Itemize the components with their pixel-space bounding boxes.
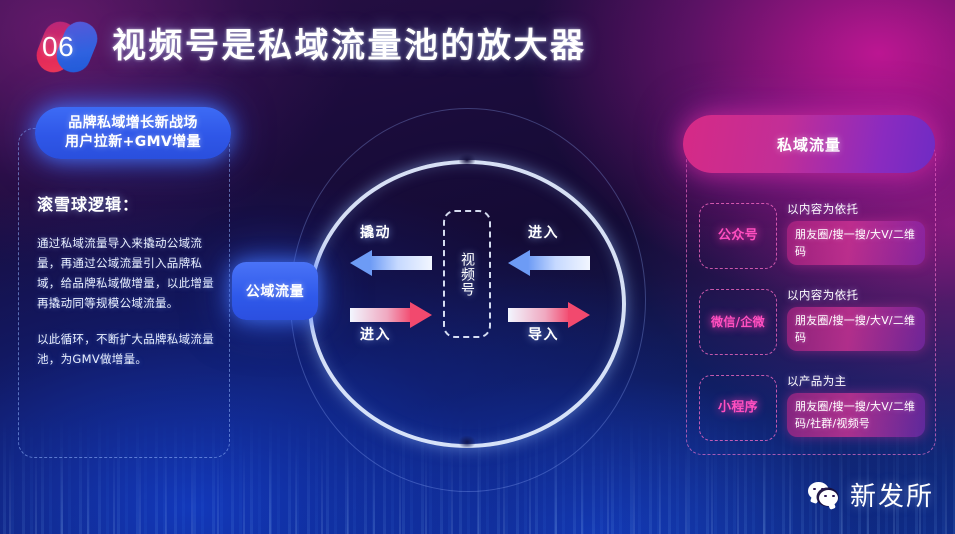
arrow-shaft xyxy=(350,308,412,322)
arrow-right-bottom-label: 导入 xyxy=(528,327,559,343)
arrow-left-top-label: 撬动 xyxy=(360,225,391,241)
private-traffic-pill: 私域流量 xyxy=(683,115,935,173)
arrow-shaft xyxy=(508,308,570,322)
channel-caption: 以产品为主 xyxy=(787,374,847,388)
arrow-left-bottom-label: 进入 xyxy=(360,327,391,343)
arrow-right-top-label: 进入 xyxy=(528,225,559,241)
public-traffic-label: 公域流量 xyxy=(245,284,305,300)
arrow-shaft xyxy=(528,256,590,270)
wechat-dot xyxy=(813,487,816,491)
left-panel-headline-line2: 用户拉新+GMV增量 xyxy=(65,134,201,150)
brand-logo: 新发所 xyxy=(808,476,934,513)
arrow-head xyxy=(410,302,432,328)
right-panel: 私域流量 公众号 以内容为依托 朋友圈/搜一搜/大V/二维码 微信/企微 以内容… xyxy=(683,115,936,455)
ellipse-gap-top xyxy=(459,154,475,166)
left-panel-subheading: 滚雪球逻辑： xyxy=(37,195,140,214)
wechat-dot xyxy=(832,494,835,498)
channel-tag: 朋友圈/搜一搜/大V/二维码 xyxy=(787,307,925,351)
arrow-head xyxy=(568,302,590,328)
left-panel-body: 通过私域流量导入来撬动公域流量，再通过公域流量引入品牌私域，给品牌私域做增量，以… xyxy=(37,233,215,385)
channel-row: 小程序 以产品为主 朋友圈/搜一搜/大V/二维码/社群/视频号 xyxy=(699,374,925,441)
wechat-bubble-small xyxy=(819,489,838,506)
channel-caption: 以内容为依托 xyxy=(787,202,859,216)
arrow-right-bottom-icon xyxy=(508,302,590,328)
brand-name: 新发所 xyxy=(850,482,935,512)
wechat-icon xyxy=(808,481,840,508)
channel-badge: 微信/企微 xyxy=(699,289,777,355)
ellipse-gap-bottom xyxy=(459,436,475,448)
video-account-label: 视频号 xyxy=(459,251,475,297)
left-panel: 品牌私域增长新战场 用户拉新+GMV增量 滚雪球逻辑： 通过私域流量导入来撬动公… xyxy=(18,107,231,458)
channel-row: 公众号 以内容为依托 朋友圈/搜一搜/大V/二维码 xyxy=(699,202,925,269)
section-number-badge: 06 xyxy=(31,16,103,78)
video-account-box: 视频号 xyxy=(443,210,491,338)
section-number-text: 06 xyxy=(42,31,75,62)
arrow-shaft xyxy=(370,256,432,270)
channel-tag: 朋友圈/搜一搜/大V/二维码 xyxy=(787,221,925,265)
channel-badge: 公众号 xyxy=(699,203,777,269)
center-diagram: 公域流量 视频号 撬动 进入 进入 导入 xyxy=(232,108,698,492)
channel-row: 微信/企微 以内容为依托 朋友圈/搜一搜/大V/二维码 xyxy=(699,288,925,355)
page-title: 视频号是私域流量池的放大器 xyxy=(112,26,587,66)
channel-caption: 以内容为依托 xyxy=(787,288,859,302)
arrow-right-top-icon xyxy=(508,250,590,276)
arrow-left-top-icon xyxy=(350,250,432,276)
private-traffic-label: 私域流量 xyxy=(776,135,841,154)
left-panel-headline-pill: 品牌私域增长新战场 用户拉新+GMV增量 xyxy=(35,107,231,159)
left-panel-paragraph-2: 以此循环，不断扩大品牌私域流量池，为GMV做增量。 xyxy=(37,332,214,366)
left-panel-paragraph-1: 通过私域流量导入来撬动公域流量，再通过公域流量引入品牌私域，给品牌私域做增量，以… xyxy=(37,236,214,310)
arrow-head xyxy=(350,250,372,276)
arrow-head xyxy=(508,250,530,276)
slide-header: 06 视频号是私域流量池的放大器 xyxy=(0,0,955,92)
public-traffic-pill: 公域流量 xyxy=(232,262,318,320)
channel-tag: 朋友圈/搜一搜/大V/二维码/社群/视频号 xyxy=(787,393,925,437)
wechat-dot xyxy=(824,494,827,498)
left-panel-headline-line1: 品牌私域增长新战场 xyxy=(68,115,198,131)
channel-badge: 小程序 xyxy=(699,375,777,441)
arrow-left-bottom-icon xyxy=(350,302,432,328)
wechat-dot xyxy=(821,487,824,491)
